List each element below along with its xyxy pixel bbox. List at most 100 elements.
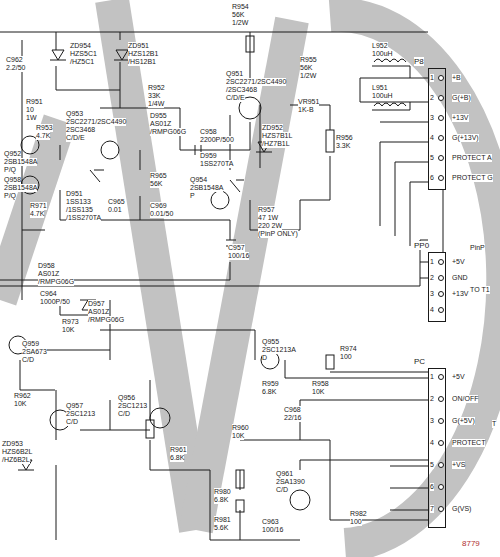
part-label: R958 [312,380,329,388]
part-label: 6 [430,174,434,182]
part-label: 2SA673 [22,348,47,356]
part-label: 10K [62,326,74,334]
part-label: 100uH [372,92,393,100]
part-label: 2 [430,94,434,102]
part-label: 1000P/50 [40,298,70,306]
part-label: Q953 [66,110,83,118]
connector-name: P8 [414,57,424,66]
part-label: 56K [232,11,244,19]
part-label: 2SC1213 [118,402,147,410]
part-label: 47 1W [258,214,278,222]
part-label: R955 [300,56,317,64]
part-label: 1W [26,114,37,122]
part-label: P [190,192,195,200]
part-label: C/D/E [226,94,245,102]
part-label: R961 [170,446,187,454]
part-label: R965 [150,172,167,180]
part-label: 5 [430,154,434,162]
part-label: R951 [26,98,43,106]
part-label: 6.8K [214,496,228,504]
part-label: 10 [26,106,34,114]
part-label: ZD954 [70,42,91,50]
part-label: 2SC2271/2SC4490 [226,78,286,86]
part-label: +13V [452,290,469,298]
part-label: /1SS135 [66,206,93,214]
part-label: C/D [276,486,288,494]
part-label: 4.7K [36,132,50,140]
part-label: 100uH [372,50,393,58]
part-label: +13V [452,114,469,122]
part-label: R981 [214,516,231,524]
part-label: 0.01 [108,206,122,214]
part-label: 4.7K [30,210,44,218]
part-label: Q958 [4,176,21,184]
part-label: 3.3K [336,142,350,150]
part-label: 4 [430,134,434,142]
part-label: /RMPG06G [88,316,124,324]
part-label: /HS12B1 [128,58,156,66]
part-label: /HZ7B1L [262,140,290,148]
part-label: GND [452,274,468,282]
part-label: 6 [430,483,434,491]
part-label: D955 [150,112,167,120]
part-label: C965 [108,198,125,206]
part-label: 2SB1548A [4,184,37,192]
part-label: C957 [228,244,245,252]
part-label: 0.01/50 [150,210,173,218]
part-label: 3 [430,290,434,298]
part-label: 100/16 [262,526,283,534]
part-label: AS01Z [88,308,109,316]
part-label: R956 [336,134,353,142]
part-label: R971 [30,202,47,210]
part-label: C963 [262,518,279,526]
part-label: HZS7B1L [262,132,292,140]
part-label: 4 [430,439,434,447]
part-label: HZS12B1 [128,50,158,58]
part-label: R957 [258,206,275,214]
part-label: /HZ6B2L [2,456,30,464]
part-label: G(+B) [452,94,471,102]
part-label: 2SC2271/2SC4490 [66,118,126,126]
part-label: /RMPG06G [38,278,74,286]
part-label: P/Q [4,192,16,200]
part-label: T [492,420,496,428]
part-label: 56K [300,64,312,72]
part-label: Q956 [118,394,135,402]
part-label: VR951 [298,98,319,106]
part-label: R954 [232,3,249,11]
part-label: 1 [430,258,434,266]
part-label: C/D/E [66,134,85,142]
connector-name: PP0 [414,241,429,250]
part-label: R982 [350,510,367,518]
part-label: 3 [430,114,434,122]
part-label: 2.2/50 [6,64,25,72]
part-label: 1 [430,373,434,381]
part-label: 6.8K [170,454,184,462]
part-label: L952 [372,42,388,50]
part-label: 8779 [462,540,480,548]
part-label: 7 [430,505,434,513]
part-label: 2 [430,395,434,403]
part-label: 10K [232,432,244,440]
part-label: R962 [14,392,31,400]
part-label: R974 [340,345,357,353]
part-label: R959 [262,380,279,388]
part-label: 33K [148,92,160,100]
part-label: /2SC3468 [226,86,257,94]
part-label: 5.6K [214,524,228,532]
part-label: 2SB1548A [4,158,37,166]
part-label: 1SS270TA [200,160,233,168]
part-label: HZS5C1 [70,50,97,58]
part-label: 100 [350,518,362,526]
part-label: C/D [66,418,78,426]
part-label: PinP [470,244,485,252]
part-label: 1/2W [232,19,248,27]
part-label: 1K-B [298,106,314,114]
part-label: 2200P/500 [200,136,234,144]
part-label: 2SC1213A [262,346,296,354]
part-label: TO T1 [470,286,490,294]
part-label: AS01Z [150,120,171,128]
part-label: 2SA1390 [276,478,305,486]
connector-block: PC [428,368,446,528]
part-label: 2SC3468 [66,126,95,134]
